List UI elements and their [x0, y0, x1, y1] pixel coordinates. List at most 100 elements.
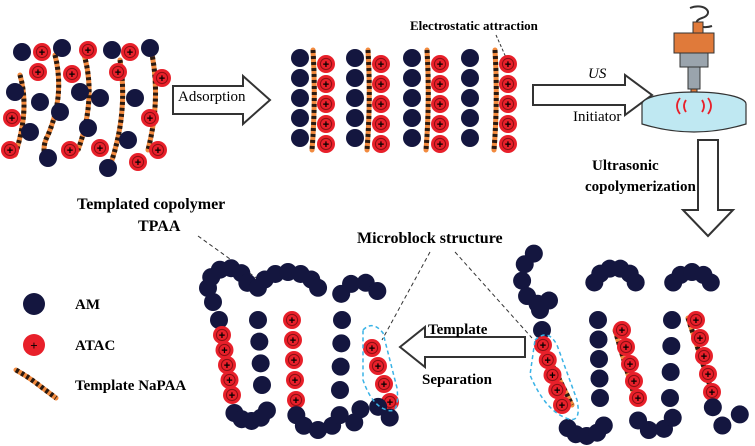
am-bead: [345, 413, 364, 432]
atac-bead-core: [225, 388, 239, 402]
label-template: Template: [428, 322, 488, 338]
atac-plus-sign: +: [323, 59, 329, 71]
atac-plus-sign: +: [437, 119, 443, 131]
device-probe: [687, 66, 701, 90]
legend: AM + ATAC Template NaPAA: [13, 293, 186, 401]
am-bead: [730, 405, 749, 424]
atac-bead-core: [223, 373, 236, 387]
ultrasound-waves: [676, 97, 712, 115]
atac-plus-sign: +: [378, 119, 384, 131]
am-bead: [590, 369, 609, 388]
atac-bead-core: [433, 97, 447, 111]
atac-bead-core: [546, 368, 559, 382]
atac-bead-core: [433, 137, 447, 151]
templated-copolymer-tpaa: ++++++++++++++: [199, 259, 399, 439]
atac-bead-core: [433, 57, 447, 71]
template-strand-dash: [423, 49, 431, 151]
atac-bead-core: [501, 97, 515, 111]
atac-bead-core: [501, 77, 515, 91]
atac-plus-sign: +: [549, 370, 555, 382]
atac-plus-sign: +: [290, 335, 296, 347]
atac-bead-core: [5, 111, 19, 125]
atac-plus-sign: +: [378, 79, 384, 91]
arrow-us-initiator: [532, 73, 654, 117]
atac-plus-sign: +: [545, 355, 551, 367]
am-bead: [513, 271, 532, 290]
am-bead: [309, 278, 328, 297]
am-bead: [71, 83, 89, 101]
atac-plus-sign: +: [375, 361, 381, 373]
atac-bead-core: [701, 367, 715, 381]
am-bead: [291, 129, 309, 147]
am-bead: [594, 416, 613, 435]
am-bead: [294, 416, 313, 435]
am-bead: [309, 421, 327, 439]
atac-plus-sign: +: [9, 113, 15, 125]
am-bead: [461, 89, 479, 107]
atac-plus-sign: +: [85, 45, 91, 57]
am-bead: [589, 311, 607, 329]
am-bead: [21, 123, 39, 141]
atac-plus-sign: +: [505, 99, 511, 111]
atac-bead-core: [693, 331, 707, 345]
arrow-adsorption: [172, 73, 272, 127]
legend-am-bead: [23, 293, 45, 315]
atac-plus-sign: +: [155, 145, 161, 157]
atac-bead-core: [319, 117, 333, 131]
atac-plus-sign: +: [559, 400, 565, 412]
am-bead: [403, 49, 421, 67]
microblock-pointer-right: [454, 251, 533, 339]
atac-bead-core: [319, 57, 333, 71]
template-strand-dash: [75, 47, 92, 151]
am-bead: [403, 69, 421, 87]
label-templated-copolymer: Templated copolymer: [77, 196, 225, 213]
atac-plus-sign: +: [221, 345, 227, 357]
atac-bead-core: [705, 385, 719, 399]
am-bead: [126, 89, 144, 107]
atac-plus-sign: +: [437, 99, 443, 111]
ultrasonic-device: [641, 5, 747, 133]
atac-bead-core: [286, 333, 300, 347]
atac-plus-sign: +: [323, 139, 329, 151]
am-bead: [251, 354, 270, 373]
atac-bead-core: [319, 137, 333, 151]
atac-bead-core: [689, 313, 703, 327]
copolymer-template-complex: +++++++++++++++: [513, 244, 749, 445]
am-bead: [346, 49, 364, 67]
am-bead: [332, 334, 351, 353]
atac-plus-sign: +: [35, 67, 41, 79]
am-bead: [253, 376, 271, 394]
atac-plus-sign: +: [67, 145, 73, 157]
atac-plus-sign: +: [291, 355, 297, 367]
atac-bead-core: [615, 323, 629, 337]
am-bead: [701, 273, 720, 292]
atac-plus-sign: +: [39, 47, 45, 59]
am-bead: [291, 109, 309, 127]
atac-plus-sign: +: [115, 67, 121, 79]
atac-plus-sign: +: [619, 325, 625, 337]
atac-bead-core: [131, 155, 145, 169]
legend-atac-bead: [23, 334, 45, 356]
label-tpaa: TPAA: [138, 218, 181, 235]
atac-plus-sign: +: [378, 59, 384, 71]
am-bead: [119, 131, 137, 149]
atac-plus-sign: +: [697, 333, 703, 345]
atac-bead-core: [374, 97, 388, 111]
atac-plus-sign: +: [437, 79, 443, 91]
am-bead: [368, 282, 387, 300]
atac-plus-sign: +: [289, 315, 295, 327]
am-bead: [461, 109, 479, 127]
monomer-mixture: ++++++++++++++: [1, 39, 171, 177]
atac-bead-core: [371, 359, 385, 373]
atac-plus-sign: +: [505, 59, 511, 71]
atac-bead-core: [215, 328, 229, 342]
am-bead: [663, 408, 682, 427]
atac-plus-sign: +: [505, 139, 511, 151]
atac-bead-core: [35, 45, 49, 59]
am-bead: [403, 109, 421, 127]
atac-bead-core: [220, 358, 234, 372]
atac-plus-sign: +: [635, 393, 641, 405]
atac-plus-sign: +: [505, 79, 511, 91]
